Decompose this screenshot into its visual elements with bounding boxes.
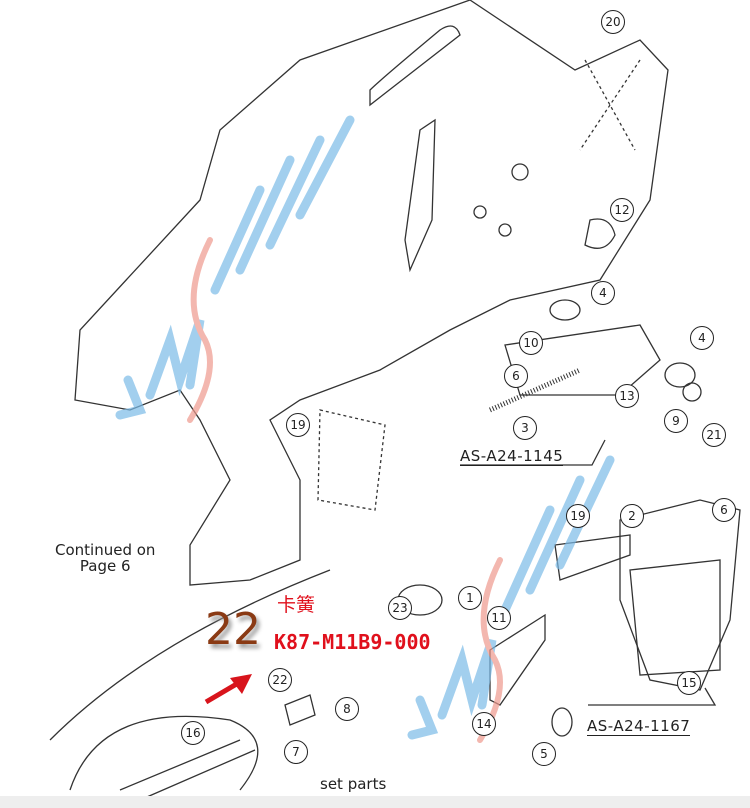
highlight-part-number: K87-M11B9-000 (274, 630, 431, 654)
callout-22: 22 (268, 668, 292, 692)
callout-4: 4 (591, 281, 615, 305)
main-plate-outline (74, 0, 669, 586)
callout-14: 14 (472, 712, 496, 736)
set-parts-label: set parts (320, 775, 387, 793)
callout-10: 10 (519, 331, 543, 355)
callout-5: 5 (532, 742, 556, 766)
callout-15: 15 (677, 671, 701, 695)
callout-11: 11 (487, 606, 511, 630)
callout-19b: 19 (566, 504, 590, 528)
callout-21: 21 (702, 423, 726, 447)
assembly-label-1167: AS-A24-1167 (587, 717, 691, 736)
red-arrow-icon (204, 674, 252, 705)
callout-1: 1 (458, 586, 482, 610)
continued-note: Continued on Page 6 (55, 542, 155, 574)
callout-20: 20 (601, 10, 625, 34)
callout-23: 23 (388, 596, 412, 620)
callout-2: 2 (620, 504, 644, 528)
callout-8: 8 (335, 697, 359, 721)
callout-6: 6 (504, 364, 528, 388)
callout-3: 3 (513, 416, 537, 440)
highlight-number: 22 (205, 604, 261, 655)
assembly-label-1145: AS-A24-1145 (460, 447, 564, 466)
callout-7: 7 (284, 740, 308, 764)
callout-6b: 6 (712, 498, 736, 522)
callout-9: 9 (664, 409, 688, 433)
callout-12: 12 (610, 198, 634, 222)
continued-line2: Page 6 (79, 557, 131, 575)
continued-line1: Continued on (55, 541, 156, 559)
bottom-bar (0, 796, 750, 808)
callout-16: 16 (181, 721, 205, 745)
callout-19: 19 (286, 413, 310, 437)
highlight-part-name: 卡簧 (277, 594, 316, 616)
callout-4b: 4 (690, 326, 714, 350)
callout-13: 13 (615, 384, 639, 408)
